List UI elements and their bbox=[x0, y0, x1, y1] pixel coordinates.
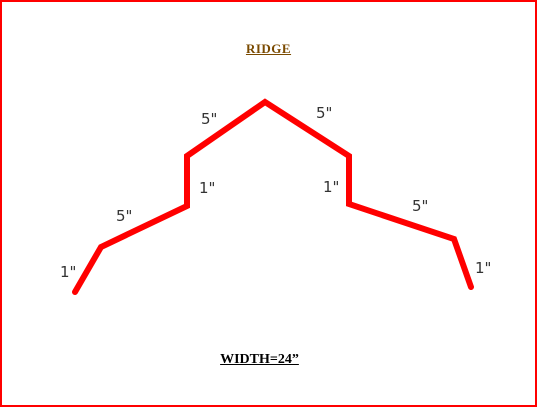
segment-label-left-lower-slope: 5" bbox=[116, 207, 132, 225]
segment-label-right-upper-slope: 5" bbox=[316, 104, 332, 122]
segment-label-left-upper-slope: 5" bbox=[201, 110, 217, 128]
ridge-profile-line bbox=[72, 98, 474, 295]
total-width-label: WIDTH=24” bbox=[220, 352, 299, 367]
segment-label-left-step: 1" bbox=[199, 179, 215, 197]
segment-label-left-end: 1" bbox=[60, 263, 76, 281]
segment-label-right-step: 1" bbox=[323, 178, 339, 196]
segment-label-right-end: 1" bbox=[475, 259, 491, 277]
diagram-title: RIDGE bbox=[245, 41, 292, 56]
segment-label-right-lower-slope: 5" bbox=[412, 197, 428, 215]
